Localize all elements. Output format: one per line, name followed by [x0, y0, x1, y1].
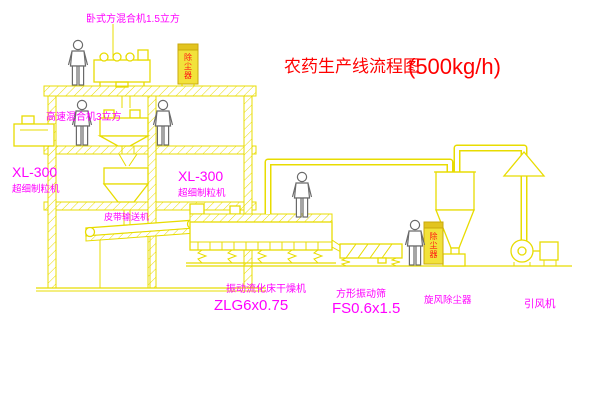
main-duct-pipe: [264, 158, 454, 214]
cyclone-separator: [434, 171, 476, 267]
exhaust-stack: [453, 144, 546, 244]
induced-draft-fan: [510, 239, 559, 266]
diagram-title-capacity: (500kg/h): [408, 54, 501, 79]
label-belt-conveyor: 皮带输送机: [104, 211, 149, 222]
label-fan: 引风机: [524, 297, 556, 310]
granulator-center: [102, 167, 150, 230]
label-granulator-center-name: 超细制粒机: [178, 187, 226, 199]
dust-collector-top-cabinet: 除尘器: [177, 43, 199, 86]
dust-collector-top-label: 除尘器: [184, 52, 193, 80]
label-high-speed-mixer: 高速混合机3立方: [46, 110, 122, 123]
building-structure: [36, 85, 266, 292]
label-sieve-model: FS0.6x1.5: [332, 300, 400, 317]
worker-figure-sieve: [404, 219, 426, 266]
label-cyclone: 旋风除尘器: [424, 294, 472, 306]
label-granulator-left-model: XL-300: [12, 164, 57, 180]
granulator-left: [13, 115, 55, 147]
diagram-title: 农药生产线流程图 (500kg/h): [284, 54, 501, 79]
vibrating-sieve: [339, 243, 403, 267]
high-speed-mixer: [97, 109, 151, 167]
worker-figure-dryer: [291, 171, 313, 218]
label-granulator-center-model: XL-300: [178, 168, 223, 184]
label-dryer-name: 振动流化床干燥机: [226, 282, 306, 295]
label-sieve-name: 方形振动筛: [336, 287, 386, 300]
dust-collector-right-label: 除尘器: [429, 231, 438, 259]
fluid-bed-dryer: [186, 203, 345, 264]
horizontal-mixer: [93, 24, 151, 108]
dust-collector-right-cabinet: 除尘器: [423, 221, 444, 265]
label-horizontal-mixer: 卧式方混合机1.5立方: [86, 12, 180, 25]
worker-figure-roof: [67, 39, 89, 86]
belt-conveyor: [84, 218, 198, 288]
diagram-title-text: 农药生产线流程图: [284, 57, 420, 76]
label-dryer-model: ZLG6x0.75: [214, 297, 288, 314]
label-granulator-left-name: 超细制粒机: [12, 183, 60, 195]
